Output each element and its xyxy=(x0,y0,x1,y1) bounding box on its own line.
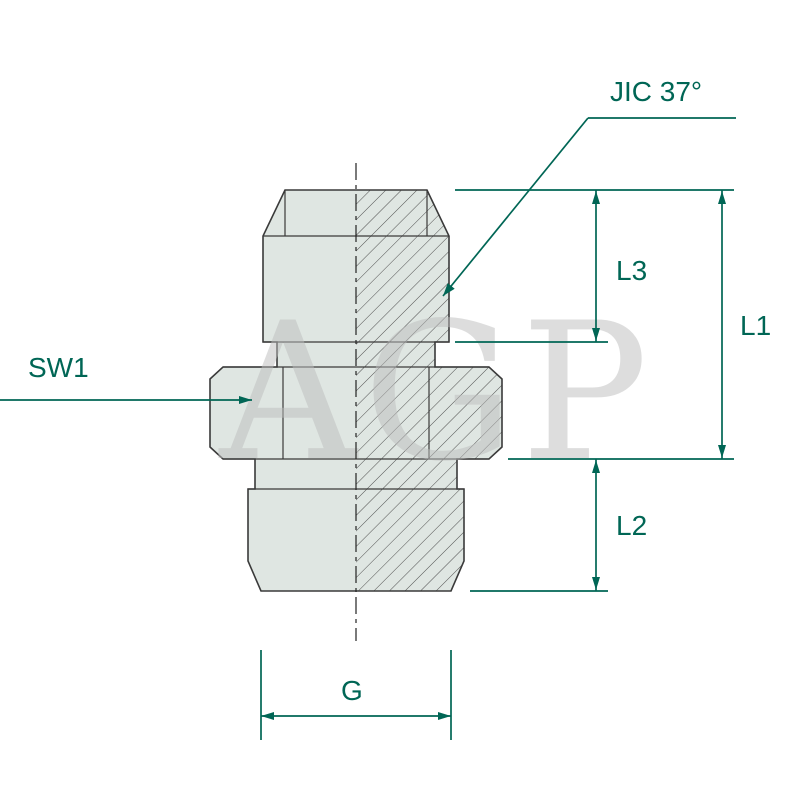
label-l2: L2 xyxy=(616,510,647,541)
arrow-up-icon xyxy=(592,460,600,473)
label-l3: L3 xyxy=(616,255,647,286)
label-l1: L1 xyxy=(740,310,771,341)
arrow-right-icon xyxy=(438,712,451,720)
callout-jic: JIC 37° xyxy=(442,76,736,297)
dimension-l1: L1 xyxy=(718,190,771,459)
dimension-l3: L3 xyxy=(592,190,647,342)
watermark-text: AGP xyxy=(218,282,655,503)
label-sw1: SW1 xyxy=(28,352,89,383)
dimension-g: G xyxy=(260,650,452,740)
dimension-sw1: SW1 xyxy=(0,352,252,404)
dimensions: L3 L1 L2 SW1 xyxy=(0,76,771,740)
dimension-l2: L2 xyxy=(592,459,647,591)
arrow-down-icon xyxy=(592,577,600,590)
label-jic: JIC 37° xyxy=(610,76,702,107)
arrow-right-icon xyxy=(239,396,252,404)
arrow-up-icon xyxy=(718,191,726,204)
label-g: G xyxy=(341,675,363,706)
arrow-leader-icon xyxy=(443,283,455,296)
arrow-left-icon xyxy=(261,712,274,720)
arrow-down-icon xyxy=(718,445,726,458)
arrow-down-icon xyxy=(592,328,600,341)
extension-lines xyxy=(455,189,734,592)
arrow-up-icon xyxy=(592,191,600,204)
